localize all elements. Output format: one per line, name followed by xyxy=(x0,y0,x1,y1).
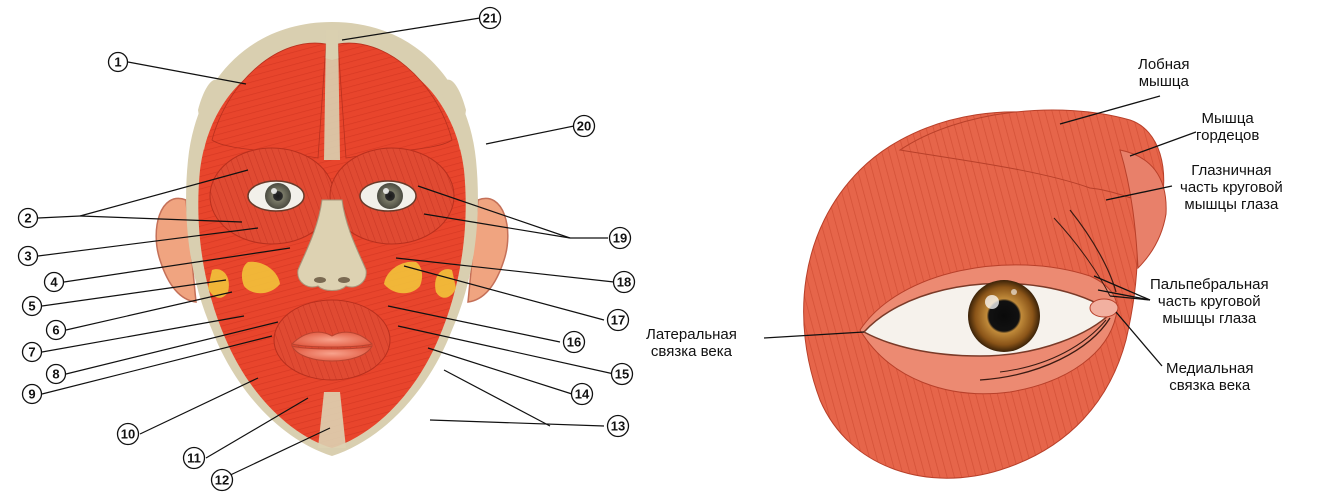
face-illustration xyxy=(156,22,508,456)
callout-5: 5 xyxy=(23,297,42,316)
svg-text:14: 14 xyxy=(575,387,590,402)
svg-text:13: 13 xyxy=(611,419,625,434)
callout-21: 21 xyxy=(480,8,501,29)
callout-12: 12 xyxy=(212,470,233,491)
frontalis-right xyxy=(338,43,452,158)
callout-2: 2 xyxy=(19,209,38,228)
callout-16: 16 xyxy=(564,332,585,353)
svg-text:18: 18 xyxy=(617,275,631,290)
callout-6: 6 xyxy=(47,321,66,340)
callout-7: 7 xyxy=(23,343,42,362)
svg-text:19: 19 xyxy=(613,231,627,246)
callout-17: 17 xyxy=(608,310,629,331)
callout-14: 14 xyxy=(572,384,593,405)
svg-text:15: 15 xyxy=(615,367,629,382)
callout-15: 15 xyxy=(612,364,633,385)
right-iris xyxy=(377,183,403,209)
svg-text:20: 20 xyxy=(577,119,591,134)
svg-text:16: 16 xyxy=(567,335,581,350)
eye-iris xyxy=(968,280,1040,352)
frontalis-left xyxy=(212,43,326,158)
callout-8: 8 xyxy=(47,365,66,384)
svg-text:1: 1 xyxy=(114,55,121,70)
svg-text:21: 21 xyxy=(483,11,497,26)
svg-text:17: 17 xyxy=(611,313,625,328)
svg-text:9: 9 xyxy=(28,387,35,402)
callout-11: 11 xyxy=(184,448,205,469)
callout-4: 4 xyxy=(45,273,64,292)
callout-13: 13 xyxy=(608,416,629,437)
caruncle xyxy=(1090,299,1118,317)
callout-20: 20 xyxy=(574,116,595,137)
svg-text:7: 7 xyxy=(28,345,35,360)
callout-18: 18 xyxy=(614,272,635,293)
callout-3: 3 xyxy=(19,247,38,266)
svg-text:12: 12 xyxy=(215,473,229,488)
svg-text:2: 2 xyxy=(24,211,31,226)
eye-illustration xyxy=(804,110,1167,478)
svg-text:11: 11 xyxy=(187,451,201,466)
svg-text:5: 5 xyxy=(28,299,35,314)
callout-19: 19 xyxy=(610,228,631,249)
callout-9: 9 xyxy=(23,385,42,404)
svg-text:10: 10 xyxy=(121,427,135,442)
svg-text:3: 3 xyxy=(24,249,31,264)
svg-text:4: 4 xyxy=(50,275,58,290)
left-iris xyxy=(265,183,291,209)
callout-1: 1 xyxy=(109,53,128,72)
galea-strip xyxy=(324,30,340,160)
svg-text:6: 6 xyxy=(52,323,59,338)
svg-text:8: 8 xyxy=(52,367,59,382)
callout-10: 10 xyxy=(118,424,139,445)
